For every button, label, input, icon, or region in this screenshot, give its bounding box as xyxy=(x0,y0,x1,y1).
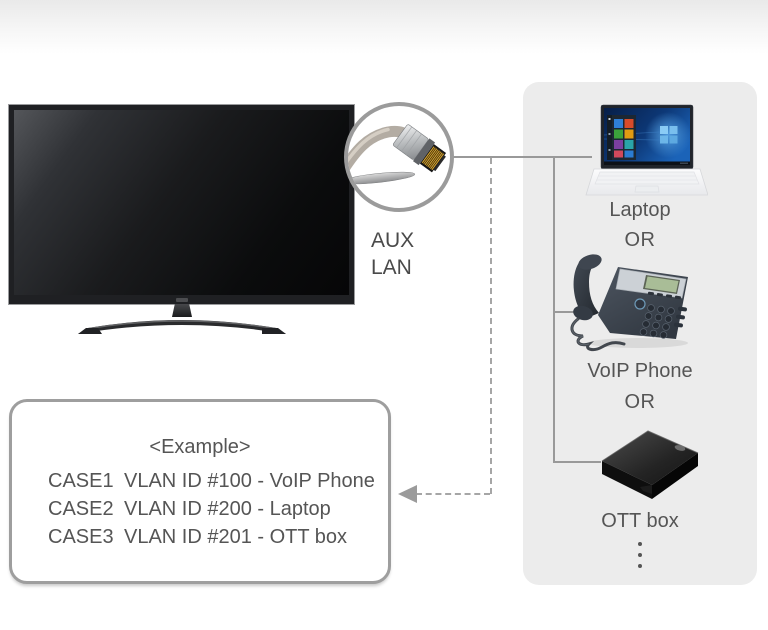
top-gradient-strip xyxy=(0,0,768,54)
or-separator-2: OR xyxy=(624,391,656,413)
or-separator-1: OR xyxy=(624,229,656,251)
device-label-laptop: Laptop xyxy=(609,199,671,221)
example-case-row: CASE3 VLAN ID #201 - OTT box xyxy=(48,523,388,551)
arrow-left-icon xyxy=(398,485,417,503)
case-desc: VLAN ID #201 - OTT box xyxy=(124,526,348,548)
tv-screen xyxy=(14,110,349,295)
tv-bezel xyxy=(9,105,354,304)
case-desc: VLAN ID #100 - VoIP Phone xyxy=(124,470,375,492)
dashed-connector-horizontal xyxy=(416,493,490,495)
case-id: CASE1 xyxy=(48,470,114,492)
aux-line: AUX xyxy=(371,229,415,252)
tv-brand-logo xyxy=(175,298,188,302)
case-desc: VLAN ID #200 - Laptop xyxy=(124,498,331,520)
voip-phone-image xyxy=(570,254,688,352)
connection-line-ott xyxy=(553,461,601,463)
lan-line: LAN xyxy=(371,256,412,279)
dashed-connector-vertical xyxy=(490,158,492,494)
laptop-image xyxy=(585,104,708,196)
ellipsis-dot xyxy=(638,564,642,568)
ellipsis-dot xyxy=(638,553,642,557)
ethernet-cable-callout xyxy=(344,102,454,212)
vertical-ellipsis xyxy=(523,542,757,568)
device-label-voip-phone: VoIP Phone xyxy=(587,360,693,382)
connection-line-laptop xyxy=(452,156,592,158)
case-id: CASE2 xyxy=(48,498,114,520)
device-label-ott-box: OTT box xyxy=(601,510,679,532)
connection-line-trunk xyxy=(553,156,555,463)
aux-lan-label: AUX LAN xyxy=(371,227,414,281)
connection-line-voip xyxy=(553,311,577,313)
ethernet-cable-icon xyxy=(348,124,447,185)
example-case-row: CASE1 VLAN ID #100 - VoIP Phone xyxy=(48,467,388,495)
example-title: <Example> xyxy=(149,436,251,458)
example-case-list: CASE1 VLAN ID #100 - VoIP Phone CASE2 VL… xyxy=(48,467,388,551)
example-box: <Example> CASE1 VLAN ID #100 - VoIP Phon… xyxy=(9,399,391,584)
example-case-row: CASE2 VLAN ID #200 - Laptop xyxy=(48,495,388,523)
tv-stand-base xyxy=(78,320,286,334)
ott-box-image xyxy=(601,430,699,499)
tv-image xyxy=(8,104,355,305)
case-id: CASE3 xyxy=(48,526,114,548)
ellipsis-dot xyxy=(638,542,642,546)
tv-stand-neck xyxy=(172,304,192,317)
